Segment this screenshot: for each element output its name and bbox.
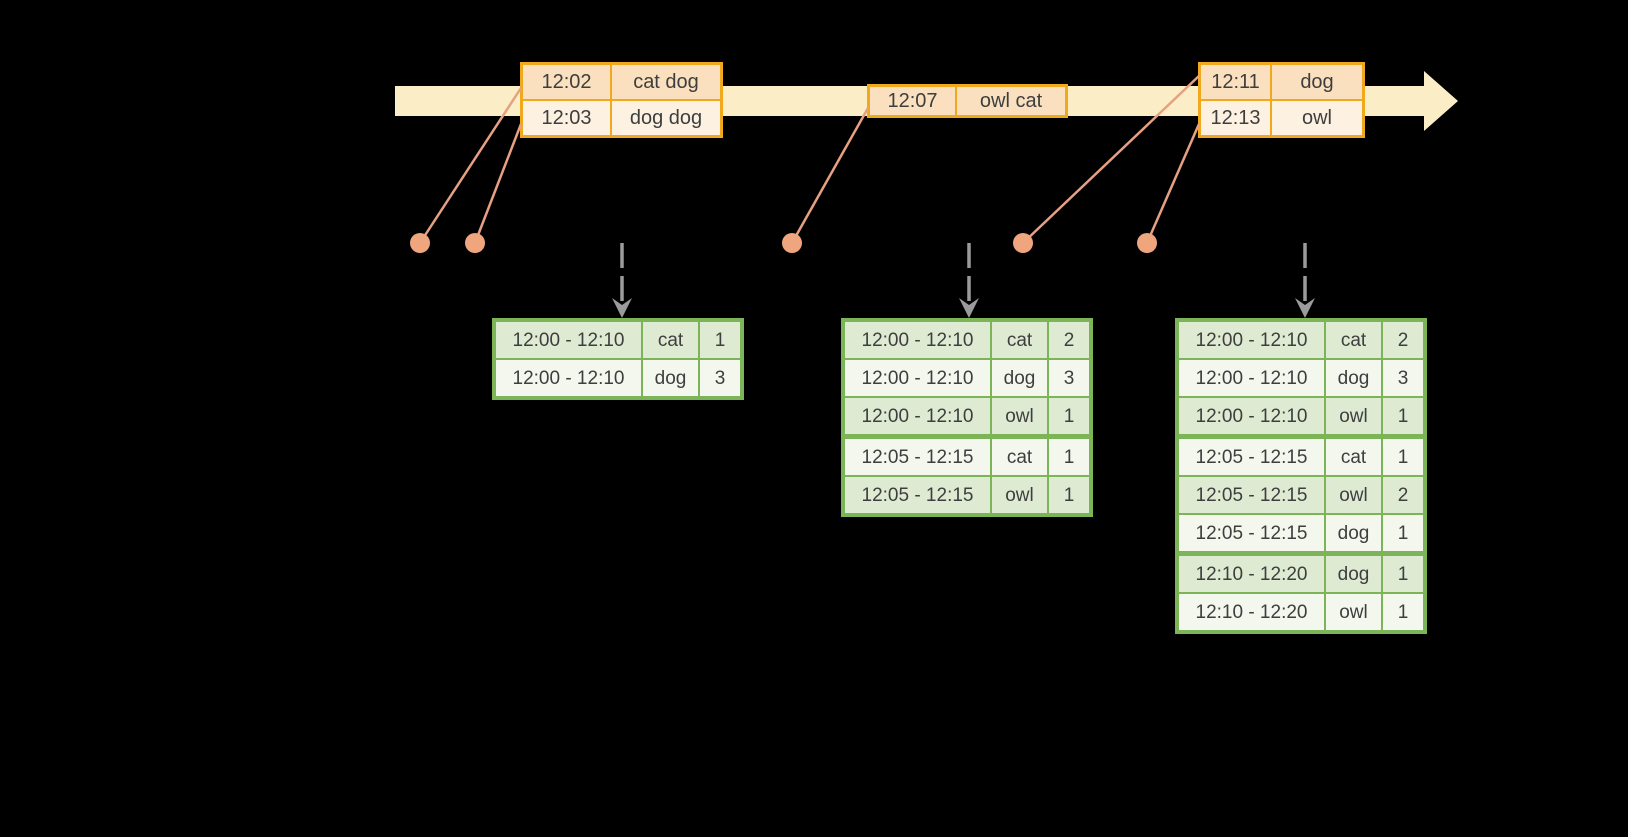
cell-time: 12:03	[523, 101, 610, 135]
cell-word: cat	[1326, 439, 1381, 475]
cell-time: 12:11	[1201, 65, 1270, 99]
cell-time: 12:13	[1201, 101, 1270, 135]
trigger-arrowhead-icon	[959, 298, 979, 318]
cell-word: dog	[992, 360, 1047, 396]
cell-window: 12:00 - 12:10	[845, 322, 990, 358]
cell-words: owl cat	[957, 87, 1065, 115]
cell-window: 12:05 - 12:15	[845, 477, 990, 513]
timeline-arrowhead-icon	[1424, 71, 1458, 131]
connector-line	[473, 123, 523, 244]
cell-count: 1	[1049, 477, 1089, 513]
cell-count: 3	[1049, 360, 1089, 396]
cell-window: 12:00 - 12:10	[845, 398, 990, 434]
cell-window: 12:05 - 12:15	[1179, 515, 1324, 551]
cell-word: cat	[992, 439, 1047, 475]
event-dot	[410, 233, 430, 253]
cell-window: 12:00 - 12:10	[1179, 398, 1324, 434]
cell-window: 12:00 - 12:10	[1179, 322, 1324, 358]
cell-word: owl	[1326, 594, 1381, 630]
cell-word: dog	[1326, 360, 1381, 396]
event-dot	[782, 233, 802, 253]
cell-window: 12:00 - 12:10	[496, 360, 641, 396]
cell-count: 2	[1383, 322, 1423, 358]
cell-word: owl	[1326, 398, 1381, 434]
cell-words: dog dog	[612, 101, 720, 135]
event-dot	[1013, 233, 1033, 253]
cell-word: dog	[643, 360, 698, 396]
cell-word: dog	[1326, 515, 1381, 551]
cell-window: 12:10 - 12:20	[1179, 556, 1324, 592]
trigger-arrowhead-icon	[612, 298, 632, 318]
cell-window: 12:05 - 12:15	[1179, 439, 1324, 475]
cell-word: owl	[992, 398, 1047, 434]
event-dot	[1137, 233, 1157, 253]
cell-window: 12:10 - 12:20	[1179, 594, 1324, 630]
cell-count: 1	[1383, 439, 1423, 475]
cell-count: 2	[1383, 477, 1423, 513]
cell-word: cat	[643, 322, 698, 358]
event-dot	[465, 233, 485, 253]
cell-count: 1	[1049, 439, 1089, 475]
cell-count: 1	[700, 322, 740, 358]
cell-count: 1	[1383, 398, 1423, 434]
connector-line	[418, 87, 523, 244]
cell-count: 3	[700, 360, 740, 396]
cell-words: dog	[1272, 65, 1362, 99]
connector-line	[790, 107, 870, 244]
cell-word: owl	[1326, 477, 1381, 513]
cell-count: 3	[1383, 360, 1423, 396]
cell-window: 12:00 - 12:10	[1179, 360, 1324, 396]
cell-count: 1	[1049, 398, 1089, 434]
cell-window: 12:05 - 12:15	[1179, 477, 1324, 513]
cell-count: 2	[1049, 322, 1089, 358]
cell-word: cat	[992, 322, 1047, 358]
cell-words: cat dog	[612, 65, 720, 99]
cell-word: dog	[1326, 556, 1381, 592]
cell-word: cat	[1326, 322, 1381, 358]
trigger-arrowhead-icon	[1295, 298, 1315, 318]
cell-words: owl	[1272, 101, 1362, 135]
connector-line	[1145, 123, 1201, 244]
cell-count: 1	[1383, 556, 1423, 592]
cell-window: 12:00 - 12:10	[845, 360, 990, 396]
cell-count: 1	[1383, 594, 1423, 630]
cell-window: 12:00 - 12:10	[496, 322, 641, 358]
cell-window: 12:05 - 12:15	[845, 439, 990, 475]
cell-time: 12:02	[523, 65, 610, 99]
cell-word: owl	[992, 477, 1047, 513]
cell-time: 12:07	[870, 87, 955, 115]
cell-count: 1	[1383, 515, 1423, 551]
